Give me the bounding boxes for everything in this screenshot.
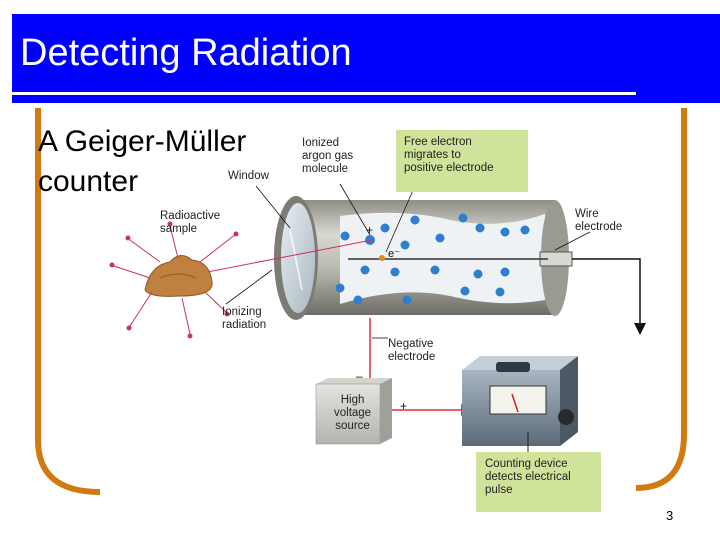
- label-line: molecule: [302, 163, 349, 175]
- callout-ionizing: [225, 269, 273, 305]
- label-high-voltage: High voltage source: [334, 394, 371, 433]
- callout-window: [255, 185, 291, 229]
- frame-right-curve: [635, 108, 687, 491]
- label-line: High: [340, 394, 365, 406]
- label-line: Counting device: [485, 458, 568, 470]
- counting-device-box: Counting device detects electrical pulse: [476, 452, 601, 512]
- label-line: argon gas: [302, 150, 354, 162]
- meter-dial: [489, 385, 547, 415]
- label-line: source: [335, 420, 370, 432]
- label-negative-electrode: Negative electrode: [388, 338, 435, 364]
- counting-meter: [462, 356, 578, 452]
- label-line: Wire: [575, 208, 599, 220]
- label-radioactive-sample: Radioactive sample: [160, 210, 220, 236]
- title-underline: [12, 92, 636, 95]
- free-electron-box: Free electron migrates to positive elect…: [396, 130, 528, 192]
- label-ionized-argon: Ionized argon gas molecule: [302, 137, 353, 176]
- radioactive-sample-icon: [144, 255, 213, 297]
- circuit-wire-right: [572, 258, 646, 335]
- window-icon: [281, 203, 315, 313]
- electron-particle: [379, 255, 385, 261]
- title-bar: [12, 14, 720, 103]
- subtitle-line-2: counter: [38, 165, 139, 198]
- label-ionizing-radiation: Ionizing radiation: [222, 306, 266, 332]
- label-line: voltage: [334, 407, 372, 419]
- label-line: Free electron: [404, 136, 472, 148]
- meter-knob-icon: [558, 409, 574, 425]
- geiger-tube: [274, 196, 573, 320]
- radiation-path: [191, 239, 373, 276]
- label-line: electrode: [388, 351, 436, 363]
- callout-free-electron: [385, 187, 415, 253]
- slide-subtitle: A Geiger-Müller counter: [38, 122, 318, 202]
- radiation-rays: [109, 221, 239, 339]
- callout-wire: [554, 231, 591, 251]
- label-line: Negative: [388, 338, 434, 350]
- label-line: detects electrical: [485, 471, 571, 483]
- label-line: positive electrode: [404, 162, 494, 174]
- label-line: pulse: [485, 484, 513, 496]
- label-plus-ion: +: [366, 223, 374, 237]
- meter-needle: [511, 393, 519, 413]
- slide-number: 3: [666, 508, 674, 523]
- label-line: Ionizing: [222, 306, 262, 318]
- high-voltage-source: [315, 378, 392, 445]
- frame-left-curve: [35, 108, 101, 495]
- label-wire-electrode: Wire electrode: [575, 208, 622, 234]
- label-line: electrode: [575, 221, 623, 233]
- label-line: migrates to: [404, 149, 461, 161]
- gas-particles: [335, 213, 530, 305]
- label-line: Ionized: [302, 137, 340, 149]
- label-line: Radioactive: [160, 210, 221, 222]
- slide-title: Detecting Radiation: [20, 32, 352, 74]
- callout-ionized: [339, 183, 371, 236]
- label-line: radiation: [222, 319, 267, 331]
- label-minus-terminal: –: [356, 369, 363, 383]
- subtitle-line-1: A Geiger-Müller: [38, 125, 247, 158]
- label-window: Window: [228, 170, 269, 182]
- label-line: sample: [160, 223, 198, 235]
- label-plus-terminal: +: [400, 399, 408, 413]
- label-electron: e⁻: [388, 248, 400, 260]
